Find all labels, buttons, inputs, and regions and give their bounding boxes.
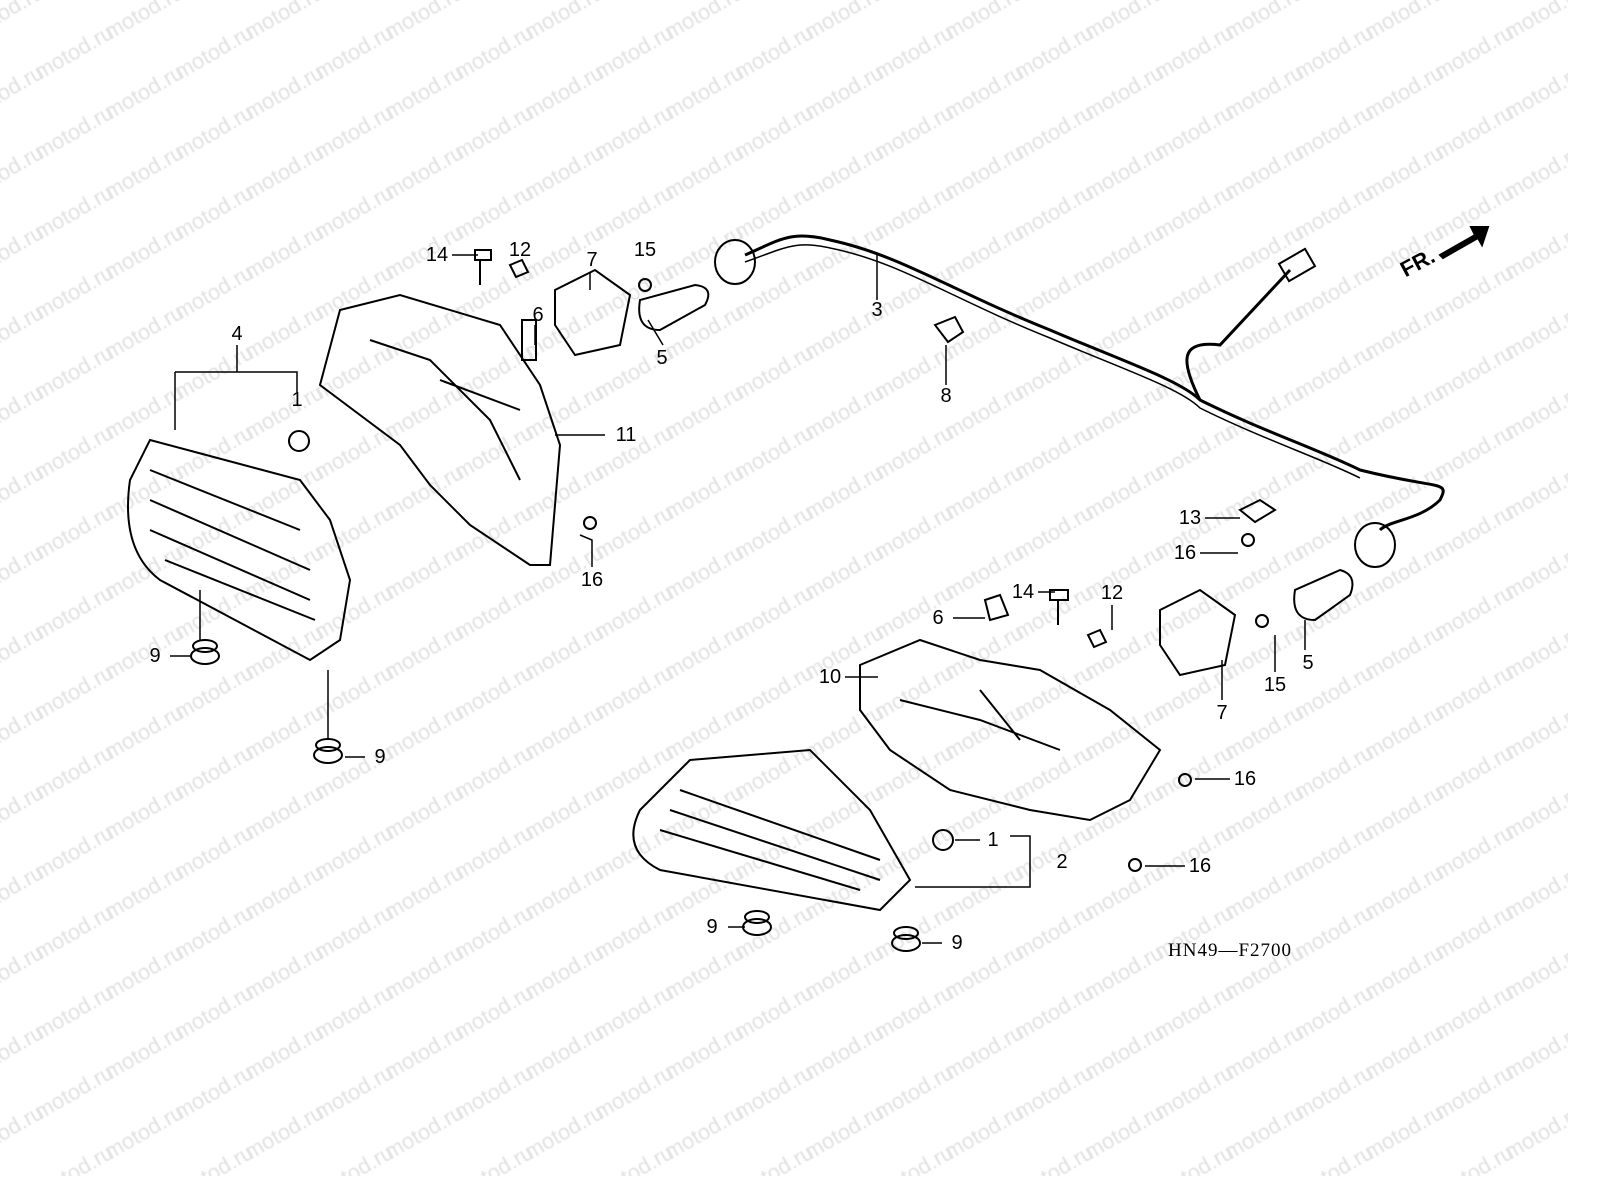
bracket-left [318,293,562,566]
callout: 7 [586,249,598,271]
callout: 16 [1188,855,1212,877]
callout: 4 [231,323,243,345]
bulb-cover [554,268,632,357]
callout: 9 [951,932,963,954]
callout: 9 [706,916,718,938]
callout: 11 [615,424,637,446]
callout: 1 [291,389,303,411]
watermark-layer [0,0,1568,1176]
callout: 9 [374,746,386,768]
lamp-left [127,438,352,662]
callout: 7 [1216,702,1228,724]
callout: 6 [532,304,544,326]
callout: 9 [149,645,161,667]
callout: 10 [818,666,842,688]
callout: 6 [932,607,944,629]
callout: 1 [987,829,999,851]
wire-harness [744,234,1445,532]
callout: 14 [425,244,449,266]
callout: 5 [656,347,668,369]
callout: 14 [1011,581,1035,603]
callout: 15 [633,239,657,261]
lamp-right [632,748,912,912]
parts-diagram: FR. HN49—F2700 14 12 7 15 6 5 3 8 4 1 11… [0,0,1568,1176]
bracket-right [859,638,1162,822]
callout: 8 [940,385,952,407]
callout: 5 [1302,652,1314,674]
diagram-code: HN49—F2700 [1168,940,1293,961]
callout: 16 [1233,768,1257,790]
callout: 12 [1100,582,1124,604]
front-direction-arrow-icon [1438,226,1490,260]
grommet [190,639,220,665]
bulb-socket [714,239,756,285]
parts-drawing [127,226,1490,952]
callout: 12 [508,239,532,261]
bulb [638,283,710,332]
callout: 3 [871,299,883,321]
callout: 2 [1056,851,1068,873]
callout: 16 [1173,542,1197,564]
callout: 15 [1263,674,1287,696]
callout: 13 [1178,507,1202,529]
callout: 16 [580,569,604,591]
